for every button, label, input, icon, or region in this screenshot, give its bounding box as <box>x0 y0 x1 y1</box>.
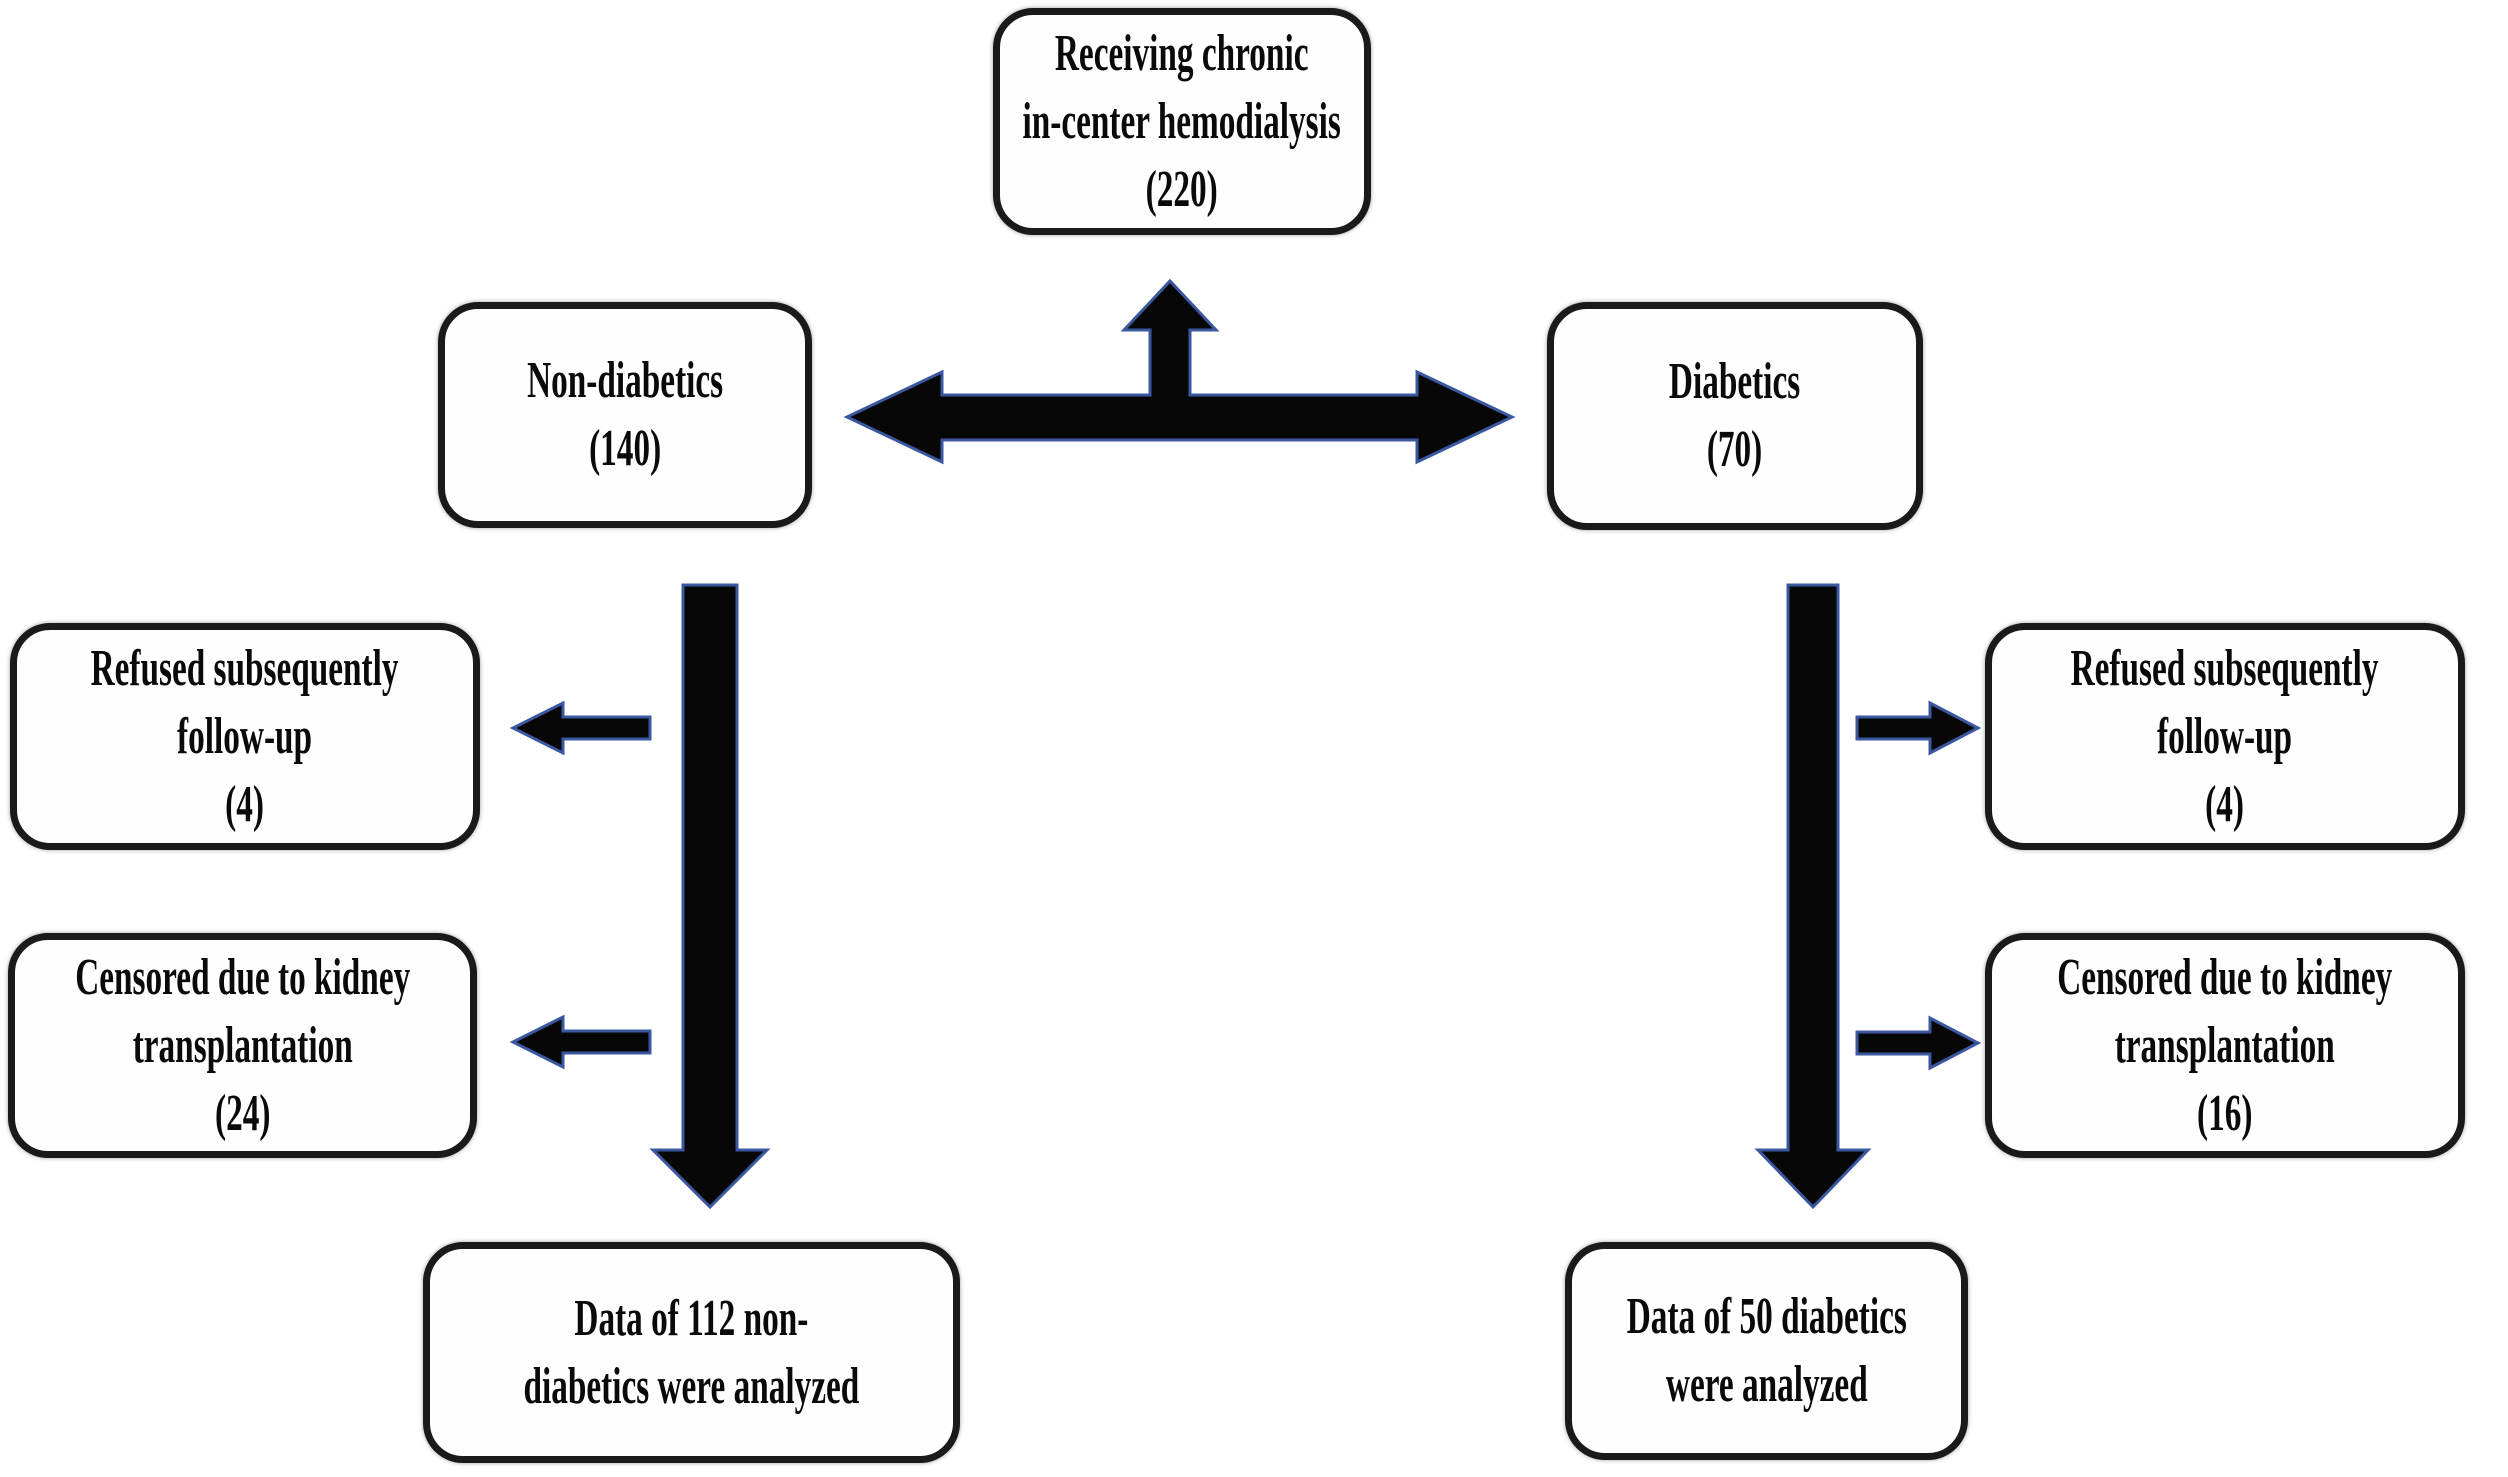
node-line: Refused subsequently <box>91 639 399 697</box>
node-non-diabetics-analyzed: Data of 112 non- diabetics were analyzed <box>423 1242 960 1463</box>
node-diabetics: Diabetics (70) <box>1547 302 1923 530</box>
node-line: follow-up <box>177 707 313 765</box>
node-diabetics-text: Diabetics (70) <box>1669 356 1800 476</box>
node-line: Censored due to kidney <box>2057 948 2393 1006</box>
node-count: (220) <box>1145 160 1219 218</box>
node-line: Censored due to kidney <box>75 948 411 1006</box>
node-line: were analyzed <box>1665 1356 1868 1413</box>
split-three-way-arrow <box>843 278 1516 465</box>
node-count: (16) <box>2197 1084 2253 1142</box>
node-right-censored-text: Censored due to kidney transplantation (… <box>2057 948 2393 1142</box>
node-non-diabetics: Non-diabetics (140) <box>438 302 812 528</box>
node-count: (4) <box>2205 775 2245 833</box>
node-left-refused-text: Refused subsequently follow-up (4) <box>91 639 399 833</box>
node-left-censored-text: Censored due to kidney transplantation (… <box>75 948 411 1142</box>
node-left-refused-followup: Refused subsequently follow-up (4) <box>10 623 480 850</box>
node-source-text: Receiving chronic in-center hemodialysis… <box>1022 24 1342 218</box>
node-line: transplantation <box>132 1016 353 1074</box>
node-line: transplantation <box>2114 1016 2336 1074</box>
node-left-censored-transplant: Censored due to kidney transplantation (… <box>8 933 477 1158</box>
node-right-refused-text: Refused subsequently follow-up (4) <box>2071 639 2379 833</box>
node-line: in-center hemodialysis <box>1022 92 1342 150</box>
node-line: Diabetics <box>1669 353 1801 410</box>
node-line: Data of 50 diabetics <box>1626 1288 1907 1345</box>
node-right-refused-followup: Refused subsequently follow-up (4) <box>1985 623 2465 850</box>
node-line: follow-up <box>2157 707 2293 765</box>
node-right-censored-transplant: Censored due to kidney transplantation (… <box>1985 933 2465 1158</box>
node-line: Non-diabetics <box>527 352 723 409</box>
node-count: (140) <box>588 420 662 477</box>
node-count: (70) <box>1707 421 1763 478</box>
node-line: Receiving chronic <box>1055 24 1309 82</box>
right-censored-branch-arrow <box>1855 1015 1982 1071</box>
node-line: diabetics were analyzed <box>523 1357 860 1415</box>
node-count: (4) <box>225 775 265 833</box>
node-diabetics-analyzed-text: Data of 50 diabetics were analyzed <box>1626 1291 1906 1411</box>
node-count: (24) <box>214 1084 271 1142</box>
node-diabetics-analyzed: Data of 50 diabetics were analyzed <box>1565 1242 1968 1460</box>
node-line: Refused subsequently <box>2071 639 2379 697</box>
left-censored-branch-arrow <box>509 1014 652 1070</box>
node-line: Data of 112 non- <box>574 1289 809 1347</box>
node-non-diabetics-analyzed-text: Data of 112 non- diabetics were analyzed <box>523 1289 860 1415</box>
right-down-flow-arrow <box>1754 583 1872 1210</box>
node-non-diabetics-text: Non-diabetics (140) <box>527 355 723 475</box>
left-refused-branch-arrow <box>509 700 652 756</box>
left-down-flow-arrow <box>649 583 771 1210</box>
node-source: Receiving chronic in-center hemodialysis… <box>993 8 1371 235</box>
right-refused-branch-arrow <box>1855 700 1982 756</box>
